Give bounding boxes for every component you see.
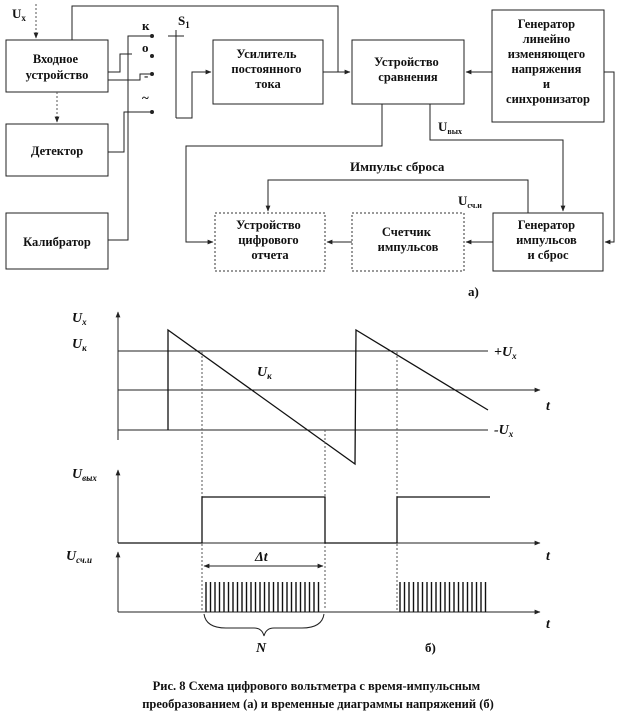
figure-caption: Рис. 8 Схема цифрового вольтметра с врем… xyxy=(142,679,494,711)
detector-block xyxy=(5,123,109,177)
counting-pulses xyxy=(205,582,487,612)
ramp-waveform xyxy=(167,328,489,466)
block-diagram: Ux Входное устройство Детектор Калибрато… xyxy=(5,4,615,299)
digital-readout-text: Устройство цифрового отчета xyxy=(236,218,304,262)
part-a-label: а) xyxy=(468,284,479,299)
pulse-generator-block xyxy=(492,212,604,272)
ramp-generator-block xyxy=(491,9,605,123)
comparator-block xyxy=(351,39,465,105)
input-to-switch-line xyxy=(108,53,132,73)
caption-line-2: преобразованием (а) и временные диаграмм… xyxy=(142,697,494,711)
dc-amplifier-block xyxy=(212,39,324,105)
input-to-switch-o-line xyxy=(108,73,150,81)
n-label: N xyxy=(255,641,267,656)
reset-pulse-arrow xyxy=(265,179,529,213)
detector-text: Детектор xyxy=(31,144,83,158)
uout-axis-label: Uвых xyxy=(72,467,97,483)
pulse-generator-text: Генератор импульсов и сброс xyxy=(516,218,580,262)
comparator-to-pulse-gen-arrow xyxy=(429,104,566,212)
switch-minus-label: - xyxy=(144,68,148,83)
calibrator-text: Калибратор xyxy=(23,235,91,249)
ux-input-label: Ux xyxy=(12,6,26,23)
switch-to-amp-arrow xyxy=(176,69,212,119)
switch-s1-label: S1 xyxy=(178,13,190,30)
digital-readout-block xyxy=(214,212,326,272)
minus-ux-label: -Ux xyxy=(494,423,514,439)
uk-axis-label: Uк xyxy=(72,337,87,353)
input-device-text: Входное устройство xyxy=(26,52,89,82)
top-loop-line xyxy=(71,5,339,72)
switch-tilde-label: ~ xyxy=(142,90,149,105)
detector-to-switch-line xyxy=(108,111,150,153)
ux-axis-label: Ux xyxy=(72,311,87,327)
timing-diagrams: Ux Uк t +Ux -Ux Uк Uвых t Uсч.и t Δt N xyxy=(66,311,551,656)
switch-o-label: o xyxy=(142,40,149,55)
switch-k-label: к xyxy=(142,18,150,33)
pulse-counter-text: Счетчик импульсов xyxy=(378,225,439,254)
caption-line-1: Рис. 8 Схема цифрового вольтметра с врем… xyxy=(153,679,481,693)
u-count-label: Uсч.и xyxy=(458,193,482,210)
uout-waveform xyxy=(118,496,490,544)
n-brace xyxy=(203,613,325,637)
uk-curve-label: Uк xyxy=(257,365,272,381)
panel2-t-label: t xyxy=(546,549,551,564)
dc-amplifier-text: Усилитель постоянного тока xyxy=(231,47,304,91)
comparator-to-display-arrow xyxy=(185,104,383,245)
pulse-counter-block xyxy=(351,212,465,272)
panel1-t-label: t xyxy=(546,399,551,414)
part-b-label: б) xyxy=(425,640,436,655)
input-device-block xyxy=(5,39,109,93)
u-out-label: Uвых xyxy=(438,119,462,136)
ucount-axis-label: Uсч.и xyxy=(66,549,92,565)
comparator-text: Устройство сравнения xyxy=(374,55,442,84)
calibrator-to-switch-line xyxy=(108,35,150,241)
delta-t-label: Δt xyxy=(254,550,269,565)
plus-ux-label: +Ux xyxy=(494,345,517,361)
ramp-generator-text: Генератор линейно изменяющего напряжения… xyxy=(506,17,590,106)
switch-s1: к o - ~ S1 xyxy=(142,13,212,119)
calibrator-block xyxy=(5,212,109,270)
ramp-to-pulse-gen-arrow xyxy=(604,71,615,245)
reset-pulse-label: Импульс сброса xyxy=(350,159,445,174)
panel3-t-label: t xyxy=(546,617,551,632)
